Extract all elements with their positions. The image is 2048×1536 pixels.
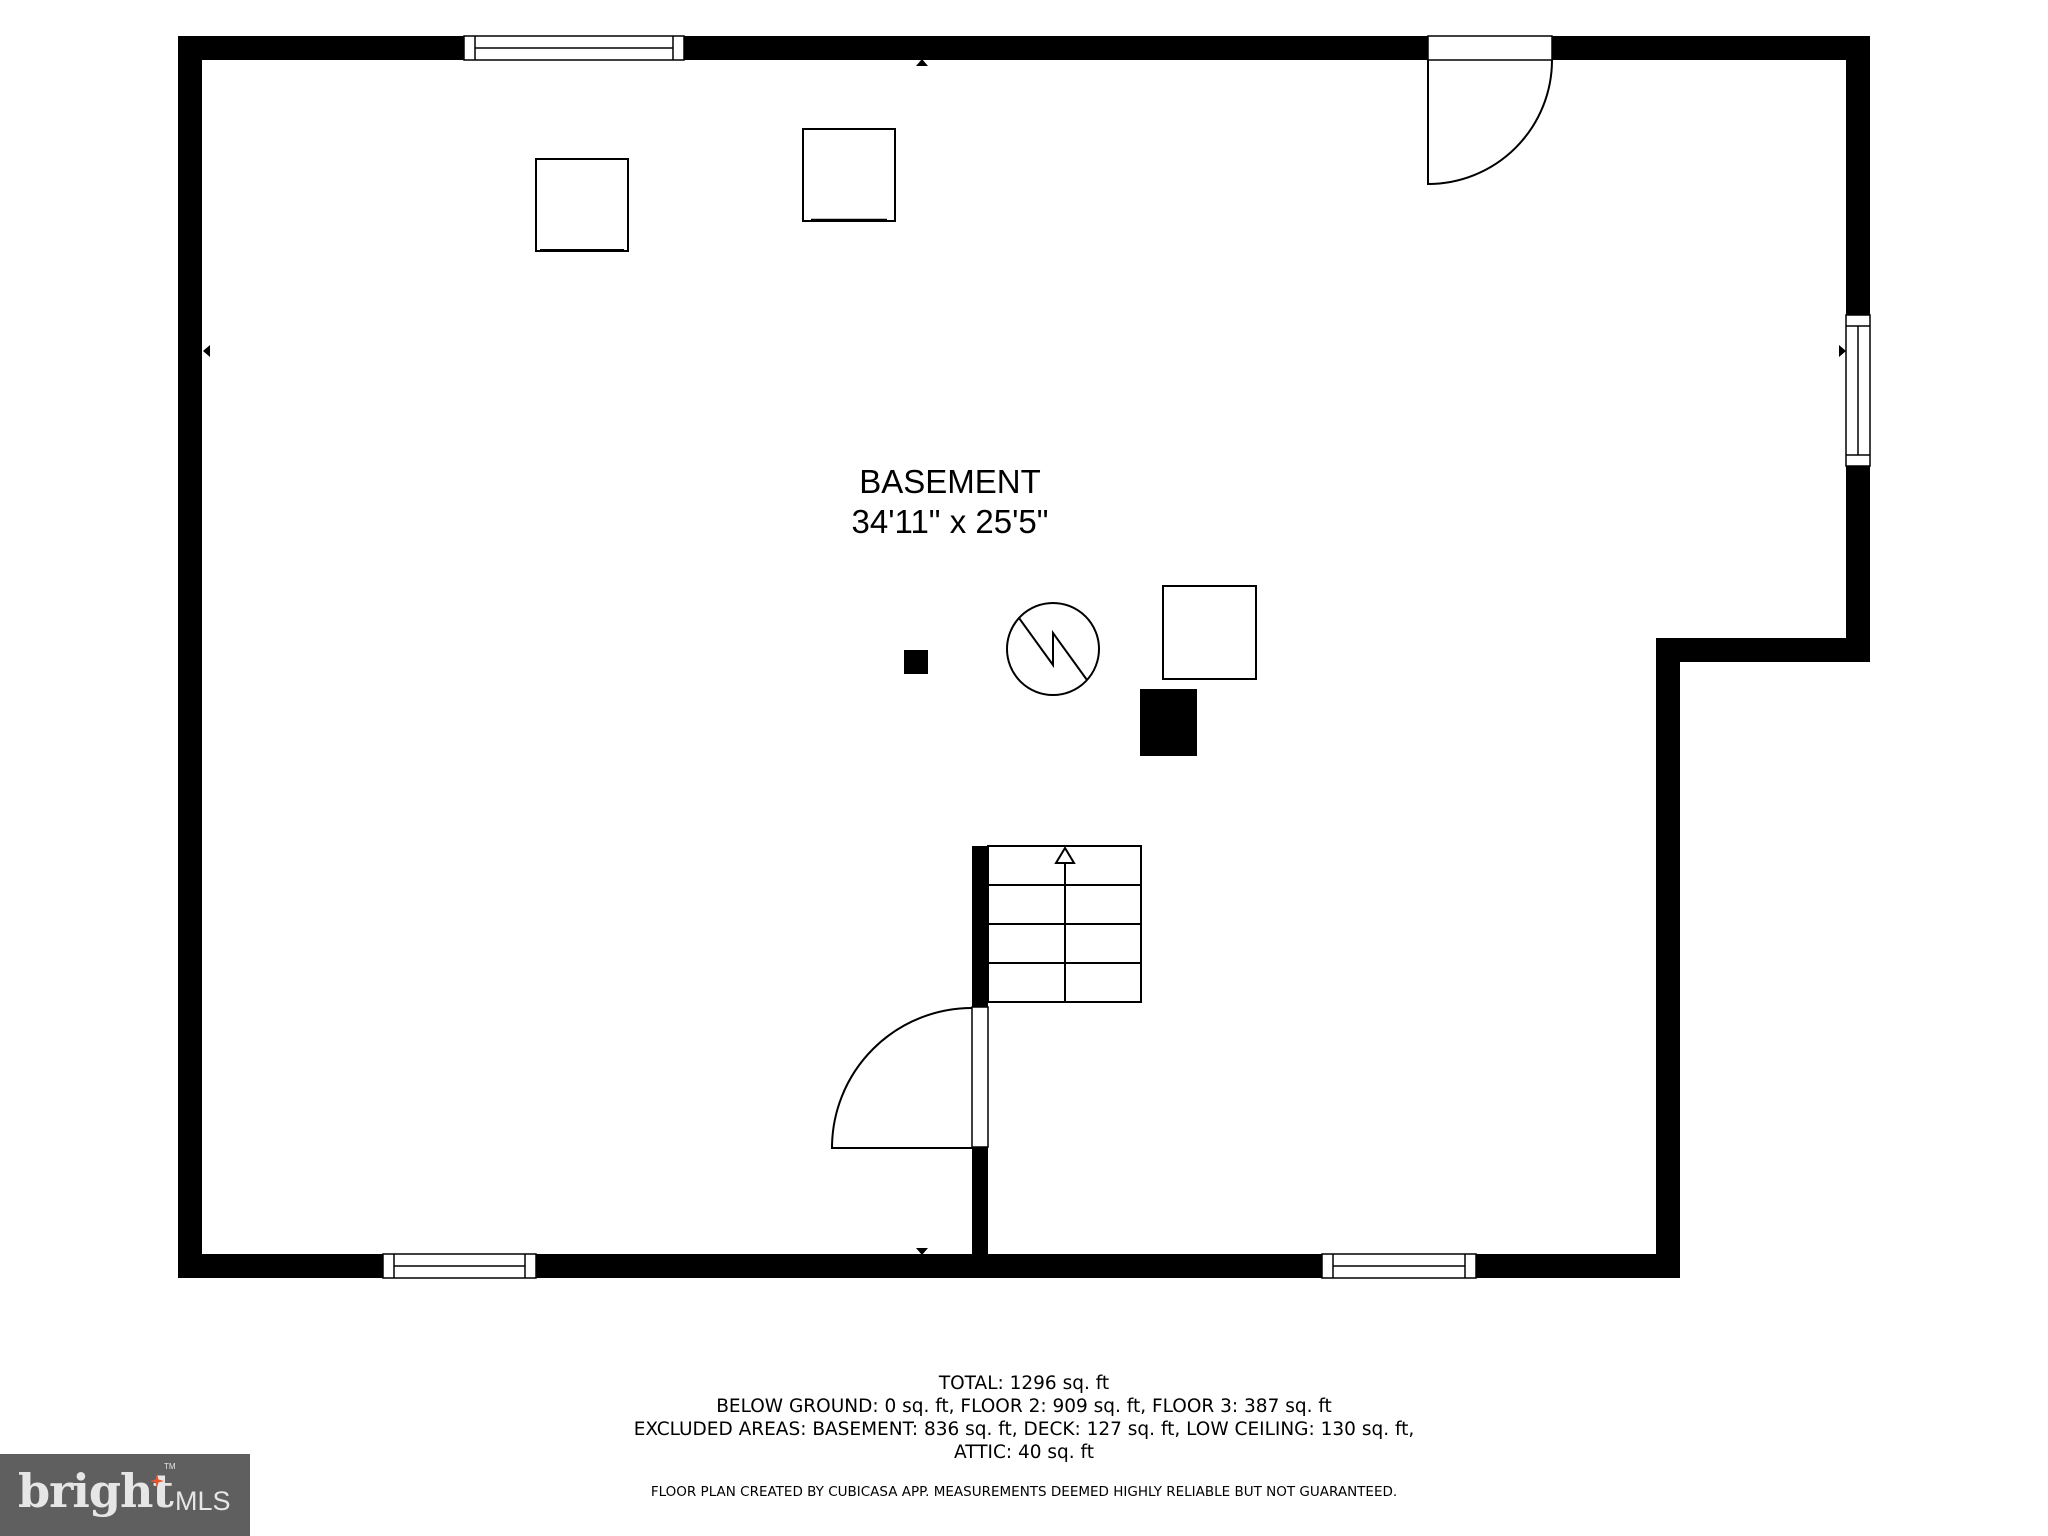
fixture-box-top-center — [802, 128, 896, 222]
room-dimensions: 34'11" x 25'5" — [851, 503, 1049, 540]
stairs-up-arrow-icon — [1054, 846, 1076, 864]
bright-mls-logo: bright TM MLS — [0, 1454, 250, 1536]
area-summary: TOTAL: 1296 sq. ft BELOW GROUND: 0 sq. f… — [0, 1372, 2048, 1464]
support-post — [904, 650, 928, 674]
water-heater-icon — [1006, 602, 1100, 696]
total-area: TOTAL: 1296 sq. ft — [938, 1373, 1110, 1394]
marker-top-icon — [916, 59, 928, 66]
floor-areas: BELOW GROUND: 0 sq. ft, FLOOR 2: 909 sq.… — [716, 1396, 1332, 1417]
logo-trademark: TM — [164, 1462, 176, 1471]
marker-left-icon — [203, 345, 210, 357]
window-bottom-right — [1321, 1253, 1477, 1279]
wall-markers — [203, 59, 1846, 1255]
disclaimer: FLOOR PLAN CREATED BY CUBICASA APP. MEAS… — [650, 1484, 1398, 1500]
logo-brand: bright — [18, 1464, 174, 1518]
door-interior — [830, 1006, 989, 1149]
stairs — [987, 845, 1142, 1003]
fixture-box-center — [1162, 585, 1257, 680]
window-right — [1845, 314, 1871, 467]
exterior-walls — [178, 36, 1870, 1278]
marker-bottom-icon — [916, 1248, 928, 1255]
attic-area: ATTIC: 40 sq. ft — [954, 1442, 1094, 1463]
window-top — [463, 35, 685, 61]
door-top-right — [1427, 35, 1553, 186]
room-label: BASEMENT 34'11" x 25'5" — [800, 462, 1100, 542]
excluded-areas: EXCLUDED AREAS: BASEMENT: 836 sq. ft, DE… — [633, 1419, 1415, 1440]
logo-suffix: MLS — [175, 1486, 231, 1516]
fixture-box-top-left — [535, 158, 629, 252]
room-name: BASEMENT — [859, 463, 1041, 500]
fixture-black-block — [1140, 689, 1197, 756]
window-bottom-left — [382, 1253, 537, 1279]
marker-right-icon — [1839, 345, 1846, 357]
logo-star-icon — [150, 1474, 164, 1488]
